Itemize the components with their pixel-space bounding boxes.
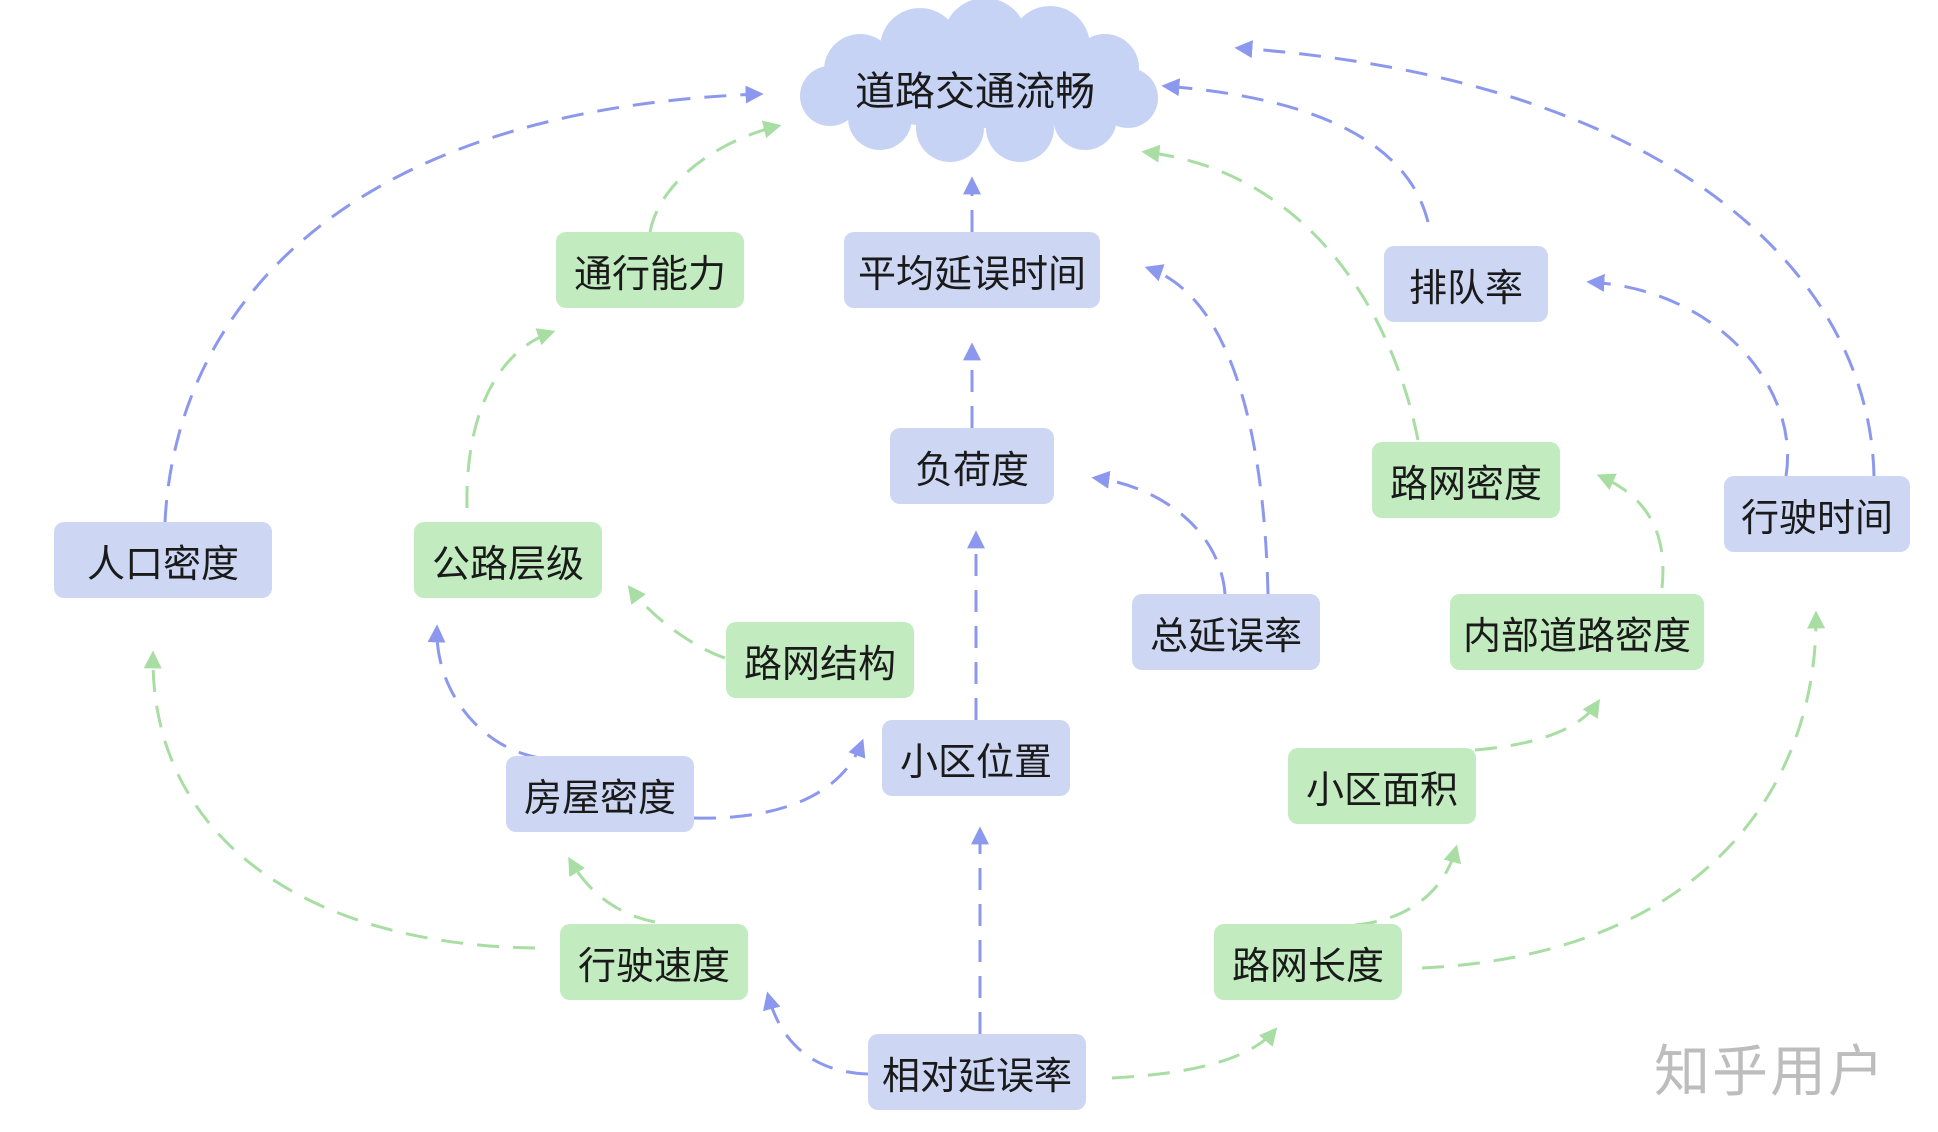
node-total-delay-rate[interactable]: 总延误率 [1132, 594, 1320, 670]
edge-driving-speed-to-housing-density [568, 856, 656, 924]
node-road-grade[interactable]: 公路层级 [414, 522, 602, 598]
edge-housing-density-to-road-grade [427, 624, 541, 760]
edge-community-area-to-internal-road-density [1474, 698, 1600, 752]
node-housing-density[interactable]: 房屋密度 [506, 756, 694, 832]
node-road-network-length[interactable]: 路网长度 [1214, 924, 1402, 1000]
root-node-label: 道路交通流畅 [855, 69, 1095, 115]
edge-road-network-length-to-driving-time [1421, 610, 1826, 970]
edge-road-network-structure-to-road-grade [627, 585, 726, 660]
node-road-network-structure[interactable]: 路网结构 [726, 622, 914, 698]
node-relative-delay-rate[interactable]: 相对延误率 [868, 1034, 1086, 1110]
edge-driving-time-to-queue-rate [1586, 273, 1789, 477]
edge-queue-rate-to-root [1161, 78, 1430, 223]
node-road-network-density[interactable]: 路网密度 [1372, 442, 1560, 518]
edge-housing-density-to-community-location [693, 738, 866, 820]
edge-population-density-to-root [163, 85, 764, 523]
edge-road-network-density-to-root [1141, 144, 1420, 441]
edge-total-delay-rate-to-load-degree [1091, 470, 1227, 595]
node-internal-road-density[interactable]: 内部道路密度 [1450, 594, 1704, 670]
watermark-text: 知乎用户 [1654, 1039, 1886, 1105]
node-driving-speed[interactable]: 行驶速度 [560, 924, 748, 1000]
edge-internal-road-density-to-road-network-density [1596, 473, 1665, 589]
edge-relative-delay-rate-to-driving-speed [763, 991, 869, 1076]
node-population-density[interactable]: 人口密度 [54, 522, 272, 598]
edge-driving-time-to-root [1234, 40, 1876, 477]
edge-passage-capacity-to-root [648, 120, 782, 233]
node-avg-delay-time[interactable]: 平均延误时间 [844, 232, 1100, 308]
edge-relative-delay-rate-to-road-network-length [1111, 1027, 1278, 1080]
node-community-location[interactable]: 小区位置 [882, 720, 1070, 796]
cloud-shape [800, 0, 1158, 162]
edge-driving-speed-to-population-density [143, 650, 536, 950]
node-load-degree[interactable]: 负荷度 [890, 428, 1054, 504]
node-passage-capacity[interactable]: 通行能力 [556, 232, 744, 308]
node-queue-rate[interactable]: 排队率 [1384, 246, 1548, 322]
node-driving-time[interactable]: 行驶时间 [1724, 476, 1910, 552]
edge-road-network-length-to-community-area [1354, 844, 1462, 927]
edge-road-grade-to-passage-capacity [465, 328, 556, 509]
edge-total-delay-rate-to-avg-delay [1144, 264, 1270, 595]
node-community-area[interactable]: 小区面积 [1288, 748, 1476, 824]
